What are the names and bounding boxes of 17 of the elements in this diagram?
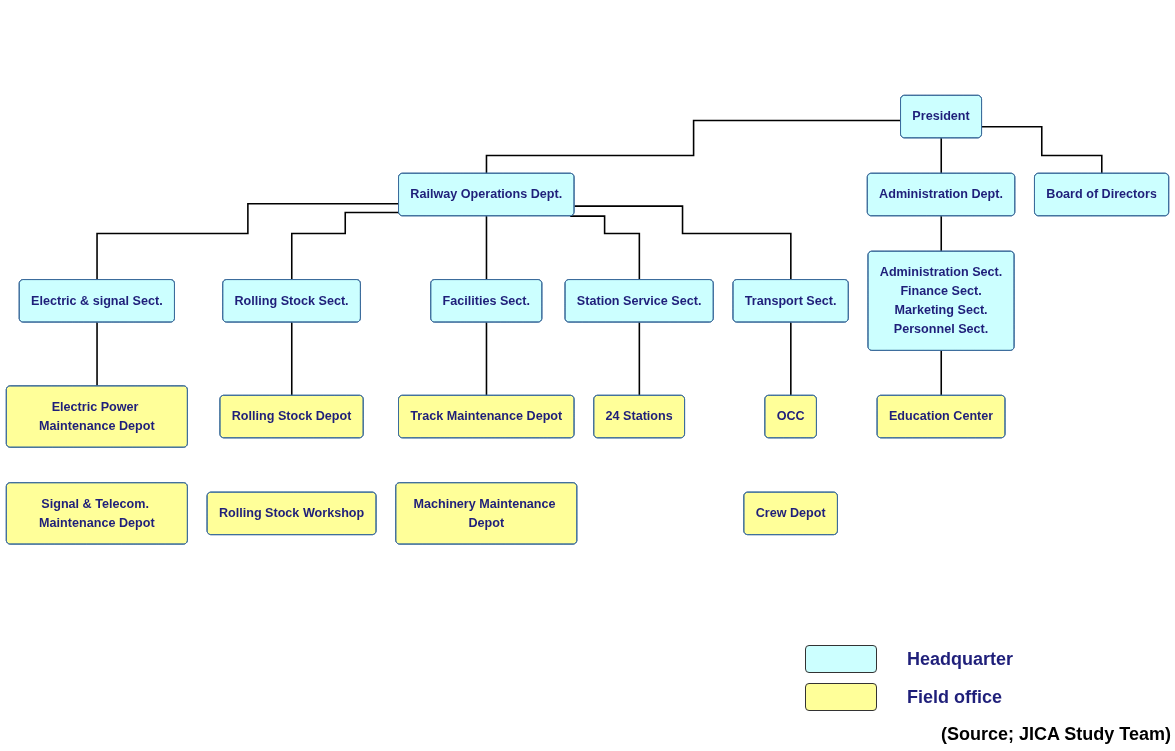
connector [940, 137, 943, 175]
connector [940, 350, 943, 397]
connector [638, 321, 641, 397]
connector [940, 215, 943, 253]
connector [485, 321, 488, 397]
connector [290, 211, 400, 281]
connector [290, 321, 293, 397]
connector [485, 119, 902, 175]
caption: (Source; JICA Study Team) [940, 724, 1171, 745]
connector [96, 321, 99, 388]
connector [485, 215, 488, 281]
connector [573, 205, 792, 281]
connector [790, 321, 792, 397]
connector [981, 126, 1103, 175]
legend-label: Headquarter [907, 648, 1014, 670]
legend-label: Field office [907, 686, 1002, 708]
connector [96, 203, 400, 281]
